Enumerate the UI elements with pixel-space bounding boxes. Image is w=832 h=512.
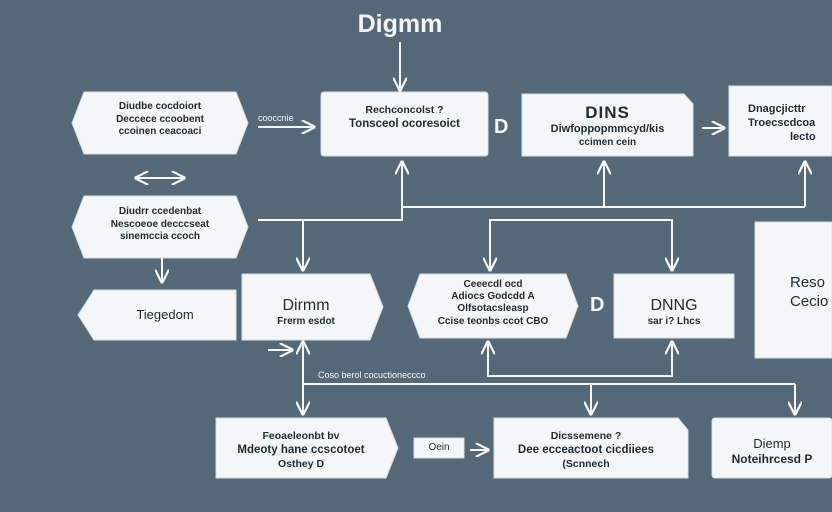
connector-bus-mid xyxy=(488,342,672,377)
connector-label-left: cooccnie xyxy=(258,113,294,123)
node-right-top xyxy=(728,85,832,157)
node-bottom-right-line-1: Diemp xyxy=(753,436,791,451)
node-center-mid-line-2: Adiocs Godcdd A xyxy=(451,291,535,303)
node-center-mid-line-3: Olfsotacsleasp xyxy=(457,303,529,315)
node-bottom-center-line-1: Dicssemene ? xyxy=(550,430,622,442)
node-dins-label: DINS Diwfoppopmmcyd/kis ccimen cein xyxy=(522,102,693,150)
node-left-top-line-3: ccoinen ceacoaci xyxy=(118,126,202,137)
node-right-mid xyxy=(754,221,832,359)
node-tiegedom xyxy=(77,289,237,341)
node-center-top-line-1: Rechconcolst ? xyxy=(365,104,444,116)
node-left-mid xyxy=(71,195,249,259)
node-left-top-label: Diudbe cocdoiort Deccece ccoobent ccoine… xyxy=(84,101,236,139)
node-bottom-right-label: Diemp Noteihrcesd P xyxy=(712,436,832,467)
node-bottom-left-line-1: Feoaeleonbt bv xyxy=(262,430,340,442)
node-dnng xyxy=(613,273,735,339)
node-left-mid-line-2: Nescoeoe decccseat xyxy=(110,218,210,230)
node-bottom-right-line-2: Noteihrcesd P xyxy=(731,452,813,467)
node-bottom-right xyxy=(711,417,832,479)
node-right-top-line-3: lecto xyxy=(790,130,816,143)
connectors xyxy=(136,42,805,450)
node-dirmm-line-1: Frerm esdot xyxy=(277,316,335,327)
node-left-mid-label: Diudrr ccedenbat Nescoeoe decccseat sine… xyxy=(84,206,236,244)
node-left-top xyxy=(71,91,249,155)
node-center-mid-label: Ceeecdl ocd Adiocs Godcdd A Olfsotacslea… xyxy=(416,279,570,328)
node-bottom-center-line-3: (Scnnech xyxy=(562,457,610,470)
connector-label-bus: Coso berol cocuctioneccco xyxy=(318,370,426,380)
node-oein-label: Oein xyxy=(428,442,450,453)
node-bottom-center xyxy=(493,417,689,479)
node-dnng-label: DNNG sar i? Lhcs xyxy=(614,296,734,329)
node-center-mid-line-1: Ceeecdl ocd xyxy=(463,279,523,290)
node-right-mid-label: Reso Cecio xyxy=(790,274,832,312)
node-center-top-label: Rechconcolst ? Tonsceol ocoresoict xyxy=(321,104,488,132)
node-center-top xyxy=(320,91,489,157)
node-dirmm xyxy=(241,273,384,341)
node-left-mid-line-1: Diudrr ccedenbat xyxy=(118,206,202,217)
node-dins-line-2: ccimen cein xyxy=(578,137,637,148)
node-center-mid xyxy=(407,273,579,339)
node-dins-line-1: Diwfoppopmmcyd/kis xyxy=(550,123,665,136)
node-right-top-line-1: Dnagcjicttr xyxy=(748,103,806,115)
node-right-mid-line-2: Cecio xyxy=(790,292,829,310)
node-bottom-left-label: Feoaeleonbt bv Mdeoty hane ccscotoet Ost… xyxy=(216,430,386,471)
node-dnng-title: DNNG xyxy=(650,297,698,314)
node-left-top-line-2: Deccece ccoobent xyxy=(116,113,204,125)
node-dnng-line-1: sar i? Lhcs xyxy=(647,316,701,327)
node-center-top-line-2: Tonsceol ocoresoict xyxy=(349,118,460,131)
node-dirmm-label: Dirmm Frerm esdot xyxy=(242,296,370,329)
diagram-title: Digmm xyxy=(357,10,443,38)
node-right-mid-line-1: Reso xyxy=(790,274,826,291)
node-bottom-left xyxy=(215,417,399,479)
node-dirmm-title: Dirmm xyxy=(282,297,330,314)
node-dins xyxy=(521,93,694,157)
node-tiegedom-label: Tiegedom xyxy=(94,307,236,323)
side-label-d-mid: D xyxy=(590,294,605,316)
node-bottom-center-line-2: Dee ecceactoot cicdiiees xyxy=(517,444,655,457)
connector-split-top xyxy=(490,219,672,270)
node-bottom-left-line-2: Mdeoty hane ccscotoet xyxy=(237,444,365,457)
node-boxes xyxy=(71,85,832,479)
node-dins-title: DINS xyxy=(585,103,630,122)
connector-bus-top xyxy=(258,206,805,221)
node-right-top-line-2: Troecscdcoa xyxy=(748,116,816,129)
node-bottom-left-line-3: Osthey D xyxy=(277,457,325,470)
node-bottom-center-label: Dicssemene ? Dee ecceactoot cicdiiees (S… xyxy=(494,430,678,471)
node-left-mid-line-3: sinemccia ccoch xyxy=(119,231,201,242)
node-right-top-label: Dnagcjicttr Troecscdcoa lecto xyxy=(748,103,832,144)
node-left-top-line-1: Diudbe cocdoiort xyxy=(118,101,202,112)
node-center-mid-line-4: Ccise teonbs ccot CBO xyxy=(437,315,549,327)
node-tiegedom-line-1: Tiegedom xyxy=(136,307,194,322)
side-label-d-top: D xyxy=(494,116,509,138)
node-oein xyxy=(413,437,465,459)
